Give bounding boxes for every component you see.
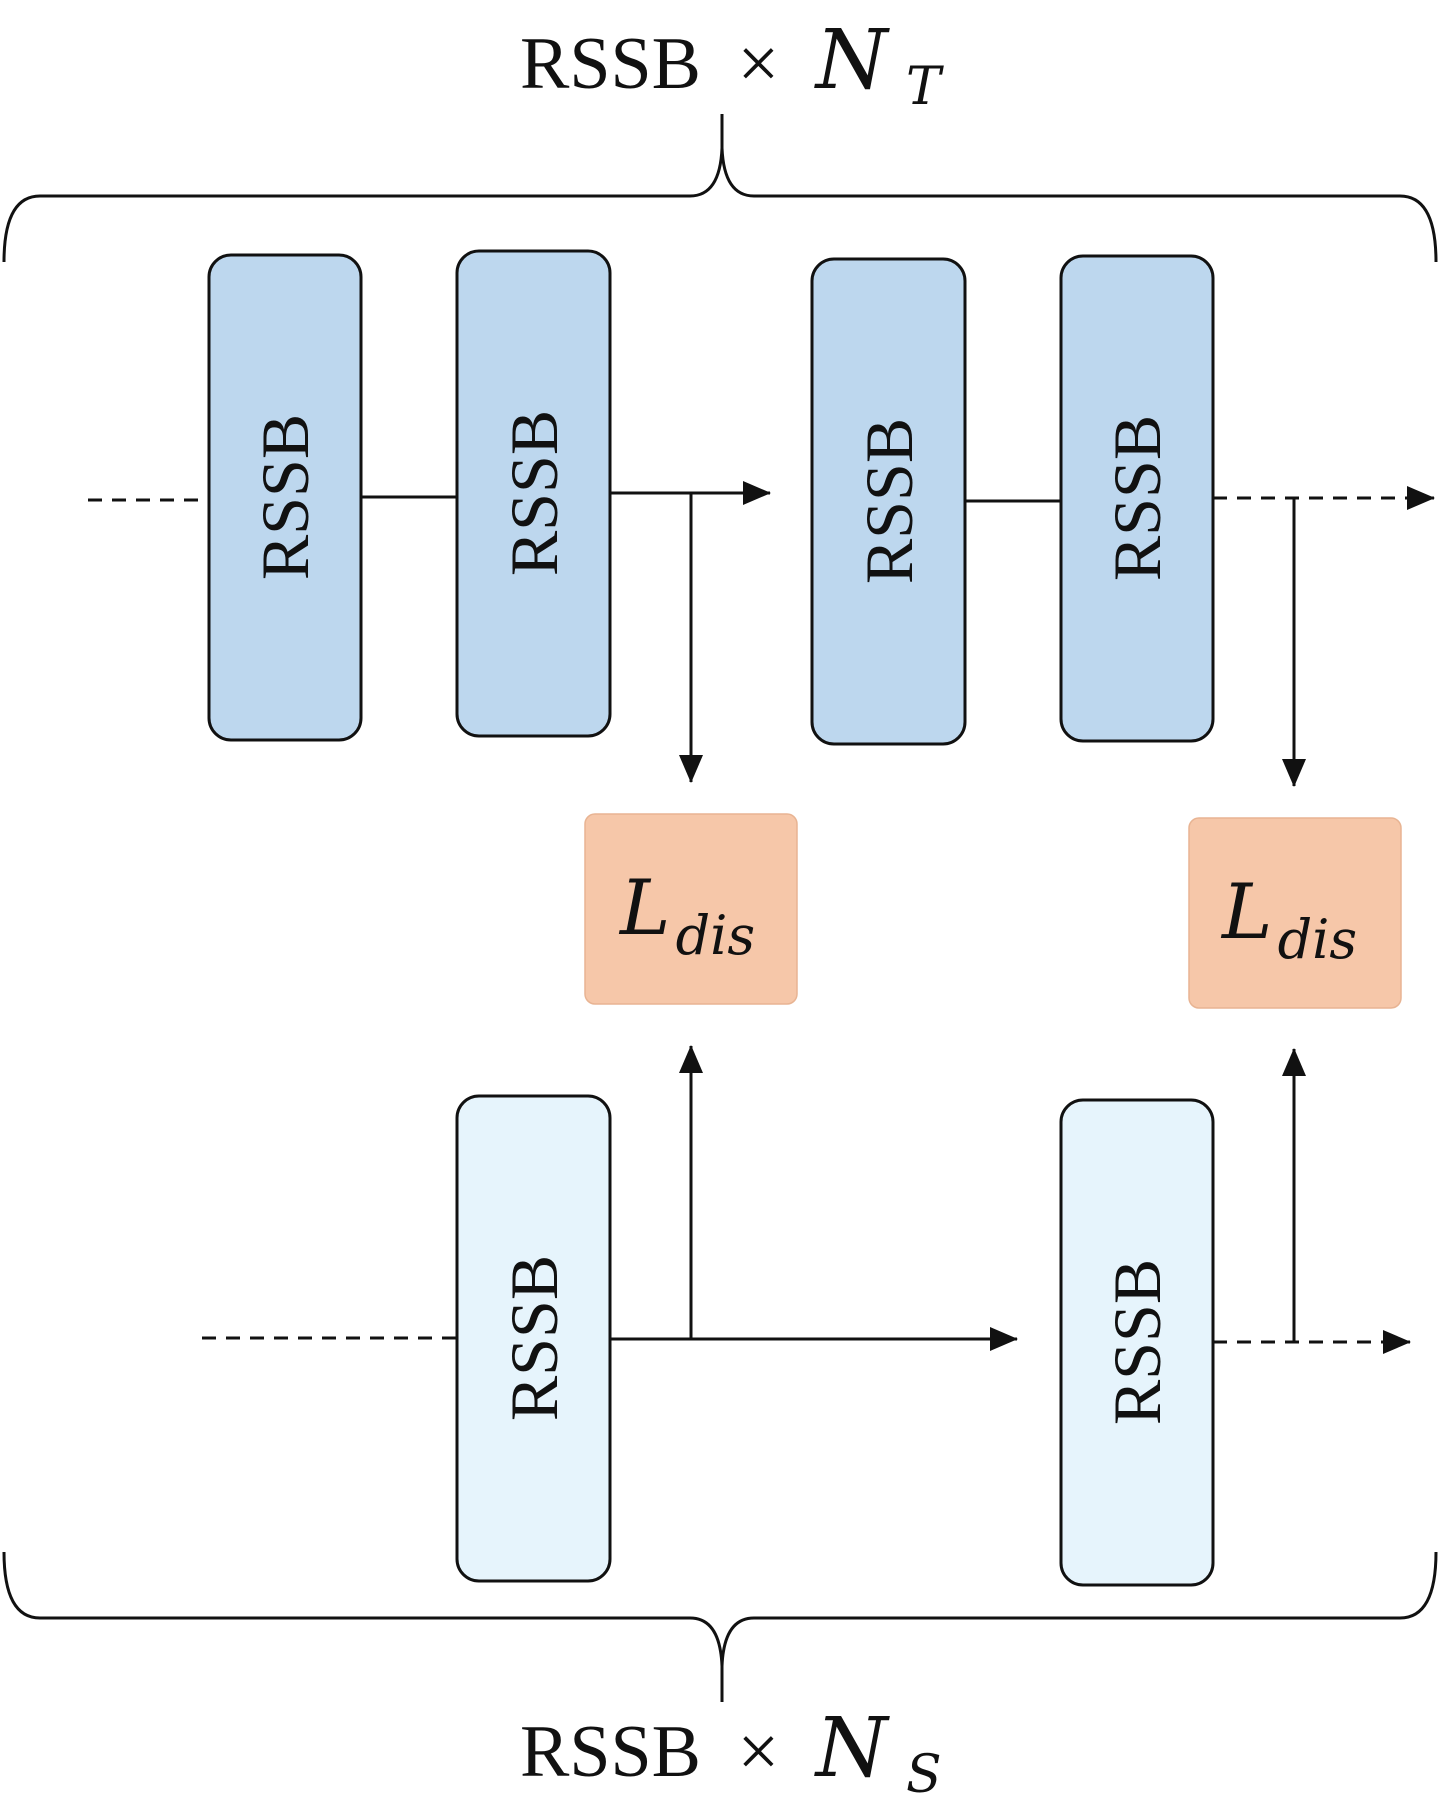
teacher-brace xyxy=(2,114,1438,263)
student-count-label: RSSB × N S xyxy=(520,1701,942,1805)
teacher-label-var: N xyxy=(814,13,891,108)
student-block-1: RSSB xyxy=(455,1094,612,1583)
student-label-var: N xyxy=(814,1701,891,1796)
student-brace xyxy=(2,1551,1438,1702)
svg-text:L dis: L dis xyxy=(618,863,755,967)
student-block-1-label: RSSB xyxy=(496,1255,572,1421)
teacher-block-1-label: RSSB xyxy=(247,414,323,580)
teacher-block-4-label: RSSB xyxy=(1099,415,1175,581)
student-label-sub: S xyxy=(906,1745,942,1805)
loss-2-main: L xyxy=(1220,867,1272,956)
svg-text:RSSB × N T: RSSB × N T xyxy=(520,13,944,117)
teacher-label-prefix: RSSB xyxy=(520,23,701,105)
student-block-2-label: RSSB xyxy=(1099,1259,1175,1425)
svg-text:RSSB × N S: RSSB × N S xyxy=(520,1701,942,1805)
teacher-block-2-label: RSSB xyxy=(496,410,572,576)
teacher-label-times: × xyxy=(738,23,780,105)
teacher-count-label: RSSB × N T xyxy=(520,13,944,117)
teacher-block-3: RSSB xyxy=(810,257,967,746)
loss-1-sub: dis xyxy=(676,904,756,967)
student-label-times: × xyxy=(738,1711,780,1793)
distill-loss-1: L dis xyxy=(584,813,798,1005)
student-label-prefix: RSSB xyxy=(520,1711,701,1793)
teacher-block-4: RSSB xyxy=(1059,254,1215,743)
student-block-2: RSSB xyxy=(1059,1098,1215,1587)
teacher-block-2: RSSB xyxy=(455,249,612,738)
svg-text:L dis: L dis xyxy=(1220,867,1357,971)
loss-1-main: L xyxy=(618,863,670,952)
teacher-label-sub: T xyxy=(906,57,944,117)
distill-loss-2: L dis xyxy=(1188,817,1402,1009)
teacher-block-1: RSSB xyxy=(207,253,363,742)
teacher-block-3-label: RSSB xyxy=(851,418,927,584)
loss-2-sub: dis xyxy=(1278,908,1358,971)
